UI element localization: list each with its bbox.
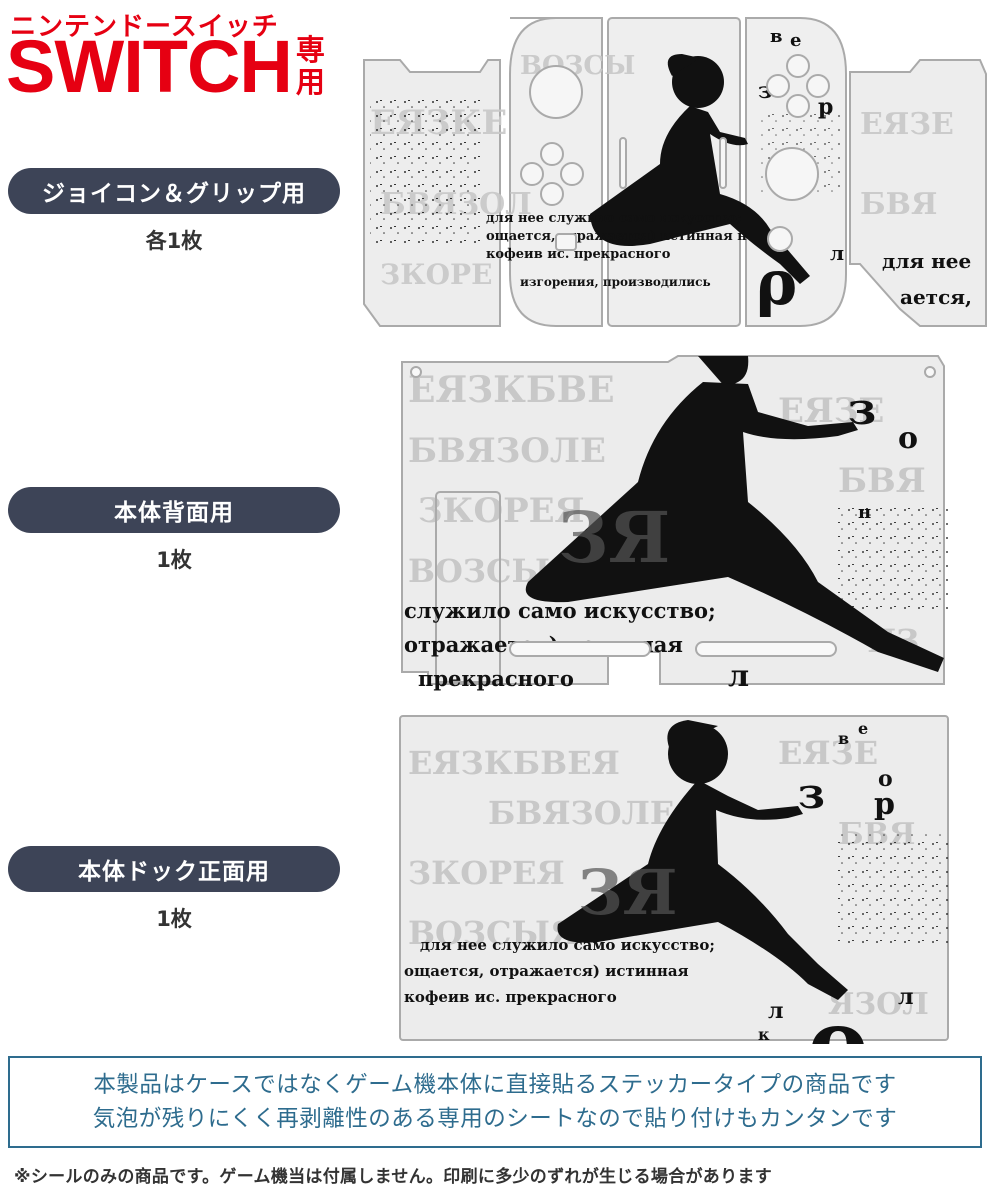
back-text-lines: служило само искусство; отражается) исти… — [404, 598, 716, 691]
svg-text:для нее служило само искусство: для нее служило само искусство; — [486, 211, 742, 226]
brand-exclusive-text: 専 用 — [295, 33, 325, 99]
joycon-count: 各1枚 — [145, 229, 203, 253]
svg-text:изгорения, производились: изгорения, производились — [520, 275, 711, 289]
svg-text:з: з — [848, 384, 876, 435]
silhouette-figure: ЗЯ — [525, 356, 944, 672]
svg-text:ЗЯ: ЗЯ — [578, 856, 677, 929]
svg-text:н: н — [858, 502, 871, 523]
svg-text:БВЯ: БВЯ — [838, 461, 926, 501]
svg-text:з: з — [798, 769, 825, 818]
svg-text:о: о — [878, 766, 893, 792]
silhouette-figure: ЗЯ — [557, 720, 848, 1000]
svg-text:л: л — [898, 984, 914, 1010]
svg-text:ЗКОРЕЯ: ЗКОРЕЯ — [408, 854, 565, 892]
disclaimer-footnote: ※シールのみの商品です。ゲーム機当は付属しません。印刷に多少のずれが生じる場合が… — [14, 1167, 773, 1187]
svg-text:л: л — [728, 659, 749, 692]
svg-text:ρ: ρ — [756, 246, 797, 319]
left-joycon-controls — [520, 65, 627, 251]
dock-section-label: 本体ドック正面用 — [8, 846, 340, 892]
svg-text:кофеив ис. прекрасного: кофеив ис. прекрасного — [404, 988, 617, 1006]
svg-text:кофеив ис. прекрасного: кофеив ис. прекрасного — [486, 247, 671, 262]
svg-text:ЕЯЗКБВЕЯ: ЕЯЗКБВЕЯ — [408, 744, 620, 782]
floating-letters: з р в е о л к о л — [758, 719, 914, 1044]
svg-text:БВЯ: БВЯ — [860, 187, 937, 222]
joycon-grip-sticker: ЕЯЗКЕ БВЯЗОЛ ЗКОРЕ ВОЗСЫ ЕЯЗЕ БВЯ для не… — [360, 14, 990, 330]
svg-text:к: к — [758, 1025, 770, 1044]
svg-text:ается,: ается, — [900, 285, 972, 309]
floating-letters: з о н л — [728, 384, 918, 692]
product-notice-box: 本製品はケースではなくゲーム機本体に直接貼るステッカータイプの商品です 気泡が残… — [8, 1056, 982, 1148]
silhouette-figure — [590, 54, 810, 284]
svg-text:л: л — [830, 241, 844, 265]
dock-count: 1枚 — [156, 907, 192, 931]
svg-text:прекрасного: прекрасного — [418, 666, 574, 691]
svg-text:е: е — [790, 30, 801, 51]
svg-text:е: е — [858, 719, 868, 738]
back-count: 1枚 — [156, 548, 192, 572]
svg-text:в: в — [838, 729, 849, 748]
right-joycon-controls — [719, 54, 830, 252]
svg-text:БВЯЗОЛЕ: БВЯЗОЛЕ — [488, 794, 674, 832]
svg-text:в: в — [770, 26, 783, 47]
brand-logo: SWITCH 専 用 — [6, 25, 325, 108]
kickstand-outline — [435, 491, 501, 683]
svg-text:БВЯЗОЛЕ: БВЯЗОЛЕ — [408, 431, 606, 471]
right-grip-outline — [849, 59, 987, 327]
svg-text:для нее служило само искусство: для нее служило само искусство; — [420, 936, 715, 954]
svg-text:л: л — [768, 998, 784, 1024]
svg-text:ЗКОРЕ: ЗКОРЕ — [380, 258, 492, 291]
svg-text:ощается, отражается) истинная: ощается, отражается) истинная — [404, 962, 689, 980]
brand-katakana: ニンテンドースイッチ — [10, 12, 279, 42]
svg-text:ЕЯЗЕ: ЕЯЗЕ — [860, 107, 954, 142]
svg-text:ЕЯЗЕ: ЕЯЗЕ — [778, 734, 878, 772]
svg-text:о: о — [898, 421, 918, 456]
svg-text:р: р — [874, 787, 895, 822]
notice-line-1: 本製品はケースではなくゲーム機本体に直接貼るステッカータイプの商品です — [93, 1072, 897, 1098]
console-back-sticker: ЕЯЗКБВЕ БВЯЗОЛЕ ЗКОРЕЯ ВОЗСЫЯ ЕЯЗЕ БВЯ Я… — [398, 352, 950, 692]
background-lettering: ЕЯЗКБВЕ БВЯЗОЛЕ ЗКОРЕЯ ВОЗСЫЯ ЕЯЗЕ БВЯ Я… — [408, 369, 926, 660]
joycon-text-lines: для нее служило само искусство; ощается,… — [486, 211, 972, 309]
vents-outline — [410, 366, 936, 657]
svg-text:ЗЯ: ЗЯ — [558, 496, 670, 579]
dock-front-sticker: ЕЯЗКБВЕЯ БВЯЗОЛЕ ЗКОРЕЯ ВОЗСЫЯ ЕЯЗЕ БВЯ … — [398, 714, 950, 1044]
dock-text-lines: для нее служило само искусство; ощается,… — [404, 936, 715, 1006]
back-section-label: 本体背面用 — [8, 487, 340, 533]
svg-text:о: о — [808, 990, 868, 1044]
svg-text:ВОЗСЫЯ: ВОЗСЫЯ — [408, 914, 578, 952]
joycon-section-label: ジョイコン＆グリップ用 — [8, 168, 340, 214]
svg-text:служило само искусство;: служило само искусство; — [404, 598, 716, 623]
svg-text:р: р — [818, 94, 833, 120]
svg-text:ощается, отражается) истинная: ощается, отражается) истинная н — [486, 229, 747, 244]
notice-line-2: 気泡が残りにくく再剥離性のある専用のシートなので貼り付けもカンタンです — [92, 1106, 898, 1132]
floating-letters: з в е р л ρ — [756, 26, 844, 319]
svg-text:ЗКОРЕЯ: ЗКОРЕЯ — [418, 491, 585, 531]
brand-switch-text: SWITCH — [6, 25, 293, 108]
svg-text:для нее: для нее — [882, 249, 971, 273]
svg-text:ЕЯЗКБВЕ: ЕЯЗКБВЕ — [408, 369, 615, 411]
